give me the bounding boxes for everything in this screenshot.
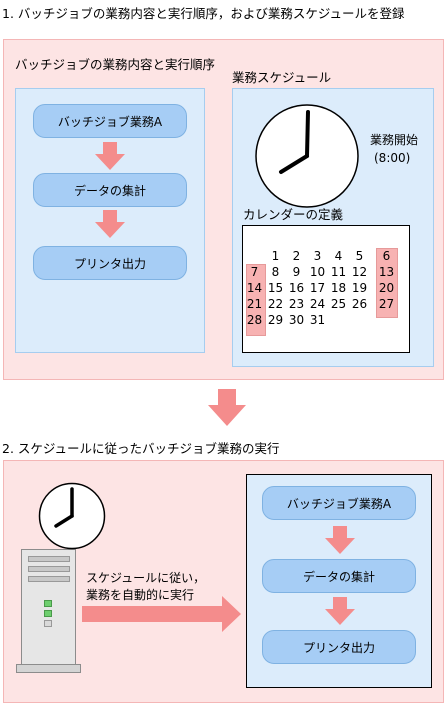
step2-title: 2. スケジュールに従ったバッチジョブ業務の実行	[2, 441, 280, 456]
calendar-day: 29	[267, 313, 284, 327]
calendar-highlight-sunday	[246, 264, 266, 336]
calendar-day: 21	[246, 297, 263, 311]
exec-item-batch-job: バッチジョブ業務A	[262, 486, 416, 520]
start-label: 業務開始	[370, 133, 419, 147]
calendar-day: 15	[267, 281, 284, 295]
clock-icon	[255, 104, 359, 208]
flow-item-label: プリンタ出力	[73, 256, 146, 271]
calendar-day: 9	[292, 265, 301, 279]
calendar-day: 14	[246, 281, 263, 295]
arrow-label-line2: 業務を自動的に実行	[86, 588, 195, 602]
calendar-day: 1	[271, 249, 280, 263]
calendar-day: 24	[309, 297, 326, 311]
flow-item-data-aggregation: データの集計	[33, 173, 187, 207]
calendar-day: 3	[313, 249, 322, 263]
calendar-day: 30	[288, 313, 305, 327]
calendar-day: 10	[309, 265, 326, 279]
calendar-day: 25	[330, 297, 347, 311]
calendar-day: 23	[288, 297, 305, 311]
calendar-day: 20	[378, 281, 395, 295]
calendar-day: 22	[267, 297, 284, 311]
start-time: (8:00)	[374, 151, 411, 165]
calendar-day: 7	[250, 265, 259, 279]
exec-item-label: バッチジョブ業務A	[286, 496, 392, 511]
calendar-day: 4	[334, 249, 343, 263]
arrow-label-line1: スケジュールに従い，	[86, 571, 206, 585]
calendar-day: 27	[378, 297, 395, 311]
down-arrow-icon	[325, 597, 355, 625]
exec-item-label: データの集計	[302, 569, 375, 584]
calendar-day: 8	[271, 265, 280, 279]
flow-item-batch-job: バッチジョブ業務A	[33, 104, 187, 138]
calendar-day: 12	[351, 265, 368, 279]
server-base	[16, 664, 81, 673]
clock-icon	[38, 482, 106, 550]
calendar-day: 26	[351, 297, 368, 311]
flow-group-title: バッチジョブの業務内容と実行順序	[15, 57, 216, 72]
calendar-day: 17	[309, 281, 326, 295]
exec-item-label: プリンタ出力	[302, 640, 375, 655]
calendar-day: 19	[351, 281, 368, 295]
schedule-title: 業務スケジュール	[232, 70, 332, 85]
calendar-day: 11	[330, 265, 347, 279]
calendar-day: 31	[309, 313, 326, 327]
down-arrow-icon	[95, 142, 125, 170]
calendar-day: 2	[292, 249, 301, 263]
calendar-day: 18	[330, 281, 347, 295]
calendar-day: 13	[378, 265, 395, 279]
calendar-day: 6	[382, 249, 391, 263]
flow-item-label: バッチジョブ業務A	[57, 114, 163, 129]
down-arrow-icon	[325, 526, 355, 554]
exec-item-printer-output: プリンタ出力	[262, 630, 416, 664]
server-icon	[21, 549, 76, 667]
calendar-day: 28	[246, 313, 263, 327]
exec-item-data-aggregation: データの集計	[262, 559, 416, 593]
calendar-day: 16	[288, 281, 305, 295]
calendar-highlight-saturday	[376, 248, 398, 318]
right-arrow-icon	[82, 596, 241, 632]
flow-item-printer-output: プリンタ出力	[33, 246, 187, 280]
flow-item-label: データの集計	[73, 183, 146, 198]
calendar-day: 5	[355, 249, 364, 263]
step1-title: 1. バッチジョブの業務内容と実行順序，および業務スケジュールを登録	[2, 6, 405, 21]
down-arrow-icon	[208, 389, 246, 426]
down-arrow-icon	[95, 210, 125, 238]
calendar-title: カレンダーの定義	[243, 207, 344, 222]
